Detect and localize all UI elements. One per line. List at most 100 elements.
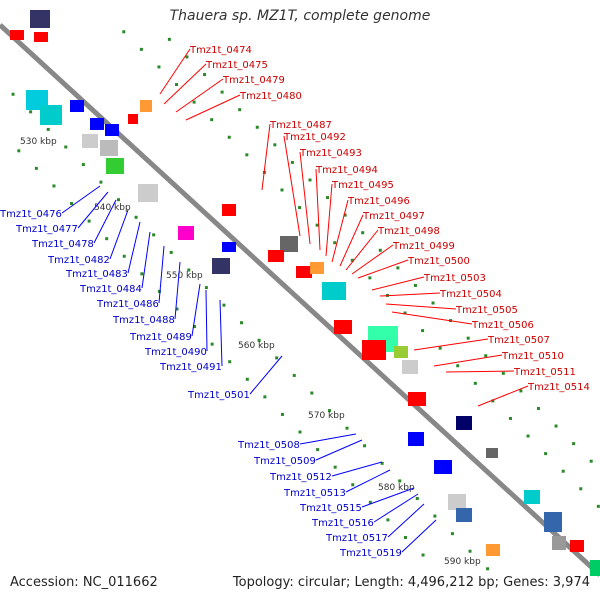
gene-feature: [362, 340, 386, 360]
scale-dot: [438, 346, 442, 350]
scale-dot: [466, 336, 470, 340]
reverse-gene-label[interactable]: Tmz1t_0512: [269, 472, 332, 483]
gene-feature: [434, 460, 452, 474]
scale-dot: [290, 160, 294, 164]
scale-dot: [175, 83, 179, 87]
reverse-gene-label[interactable]: Tmz1t_0489: [129, 332, 192, 343]
reverse-gene-label[interactable]: Tmz1t_0508: [237, 440, 300, 451]
scale-dot: [351, 483, 355, 487]
kbp-tick-label: 580 kbp: [378, 483, 415, 493]
gene-feature: [456, 416, 472, 430]
scale-dot: [519, 389, 523, 393]
reverse-gene-leader: [77, 191, 109, 229]
reverse-gene-label[interactable]: Tmz1t_0482: [47, 255, 110, 266]
forward-gene-label[interactable]: Tmz1t_0479: [222, 75, 285, 86]
forward-gene-label[interactable]: Tmz1t_0503: [423, 273, 486, 284]
forward-gene-label[interactable]: Tmz1t_0499: [392, 241, 455, 252]
forward-gene-label[interactable]: Tmz1t_0514: [527, 382, 590, 393]
forward-gene-leader: [185, 94, 241, 121]
reverse-gene-leader: [127, 221, 141, 274]
reverse-gene-leader: [345, 469, 391, 493]
forward-gene-label[interactable]: Tmz1t_0510: [501, 351, 564, 362]
reverse-gene-label[interactable]: Tmz1t_0477: [15, 224, 78, 235]
forward-gene-label[interactable]: Tmz1t_0505: [455, 305, 518, 316]
scale-dot: [554, 424, 558, 428]
scale-dot: [596, 504, 600, 508]
forward-gene-label[interactable]: Tmz1t_0492: [283, 132, 346, 143]
reverse-gene-leader: [191, 283, 201, 337]
scale-dot: [34, 166, 38, 170]
scale-dot: [187, 268, 191, 272]
reverse-gene-leader: [315, 439, 363, 461]
reverse-gene-label[interactable]: Tmz1t_0517: [325, 533, 388, 544]
forward-gene-label[interactable]: Tmz1t_0496: [347, 196, 410, 207]
scale-dot: [134, 215, 138, 219]
forward-gene-label[interactable]: Tmz1t_0495: [331, 180, 394, 191]
reverse-gene-label[interactable]: Tmz1t_0476: [0, 209, 62, 220]
gene-feature: [138, 184, 158, 202]
scale-dot: [526, 434, 530, 438]
reverse-gene-label[interactable]: Tmz1t_0486: [96, 299, 159, 310]
gene-feature: [178, 226, 194, 240]
reverse-gene-label[interactable]: Tmz1t_0515: [299, 503, 362, 514]
scale-dot: [350, 258, 354, 262]
forward-gene-label[interactable]: Tmz1t_0480: [239, 91, 302, 102]
reverse-gene-label[interactable]: Tmz1t_0519: [339, 548, 402, 559]
scale-dot: [386, 518, 390, 522]
reverse-gene-label[interactable]: Tmz1t_0513: [283, 488, 346, 499]
reverse-gene-label[interactable]: Tmz1t_0501: [187, 390, 250, 401]
forward-gene-leader: [175, 78, 224, 113]
forward-gene-label[interactable]: Tmz1t_0504: [439, 289, 502, 300]
gene-feature: [280, 236, 298, 252]
forward-gene-label[interactable]: Tmz1t_0497: [362, 211, 425, 222]
reverse-gene-label[interactable]: Tmz1t_0484: [79, 284, 142, 295]
scale-dot: [561, 469, 565, 473]
forward-gene-label[interactable]: Tmz1t_0475: [205, 60, 268, 71]
gene-feature: [40, 105, 62, 125]
scale-dot: [456, 364, 460, 368]
scale-dot: [421, 553, 425, 557]
scale-dot: [263, 395, 267, 399]
scale-dot: [468, 549, 472, 553]
scale-dot: [140, 272, 144, 276]
scale-dot: [433, 514, 437, 518]
gene-feature: [448, 494, 466, 510]
gene-feature: [10, 30, 24, 40]
scale-dot: [64, 145, 68, 149]
scale-dot: [473, 381, 477, 385]
scale-dot: [368, 276, 372, 280]
reverse-gene-label[interactable]: Tmz1t_0490: [144, 347, 207, 358]
forward-gene-label[interactable]: Tmz1t_0511: [513, 367, 576, 378]
reverse-gene-leader: [219, 299, 223, 367]
scale-dot: [210, 118, 214, 122]
forward-gene-leader: [433, 354, 503, 367]
scale-dot: [222, 303, 226, 307]
reverse-gene-leader: [299, 433, 357, 445]
reverse-gene-label[interactable]: Tmz1t_0478: [31, 239, 94, 250]
forward-gene-label[interactable]: Tmz1t_0500: [407, 256, 470, 267]
scale-dot: [280, 412, 284, 416]
scale-dot: [484, 354, 488, 358]
gene-feature: [570, 540, 584, 552]
forward-gene-label[interactable]: Tmz1t_0493: [299, 148, 362, 159]
reverse-gene-label[interactable]: Tmz1t_0509: [253, 456, 316, 467]
forward-gene-label[interactable]: Tmz1t_0498: [377, 226, 440, 237]
forward-gene-label[interactable]: Tmz1t_0494: [315, 165, 378, 176]
forward-gene-label[interactable]: Tmz1t_0474: [189, 45, 252, 56]
reverse-gene-leader: [174, 261, 181, 320]
scale-dot: [228, 360, 232, 364]
scale-dot: [413, 283, 417, 287]
forward-gene-label[interactable]: Tmz1t_0506: [471, 320, 534, 331]
forward-gene-label[interactable]: Tmz1t_0487: [269, 120, 332, 131]
reverse-gene-label[interactable]: Tmz1t_0488: [112, 315, 175, 326]
scale-dot: [415, 496, 419, 500]
reverse-gene-label[interactable]: Tmz1t_0483: [65, 269, 128, 280]
forward-gene-label[interactable]: Tmz1t_0507: [487, 335, 550, 346]
gene-features: [10, 10, 600, 576]
gene-feature: [552, 536, 566, 550]
forward-gene-leader: [351, 244, 394, 275]
scale-dot: [245, 377, 249, 381]
reverse-gene-label[interactable]: Tmz1t_0491: [159, 362, 222, 373]
reverse-gene-label[interactable]: Tmz1t_0516: [311, 518, 374, 529]
